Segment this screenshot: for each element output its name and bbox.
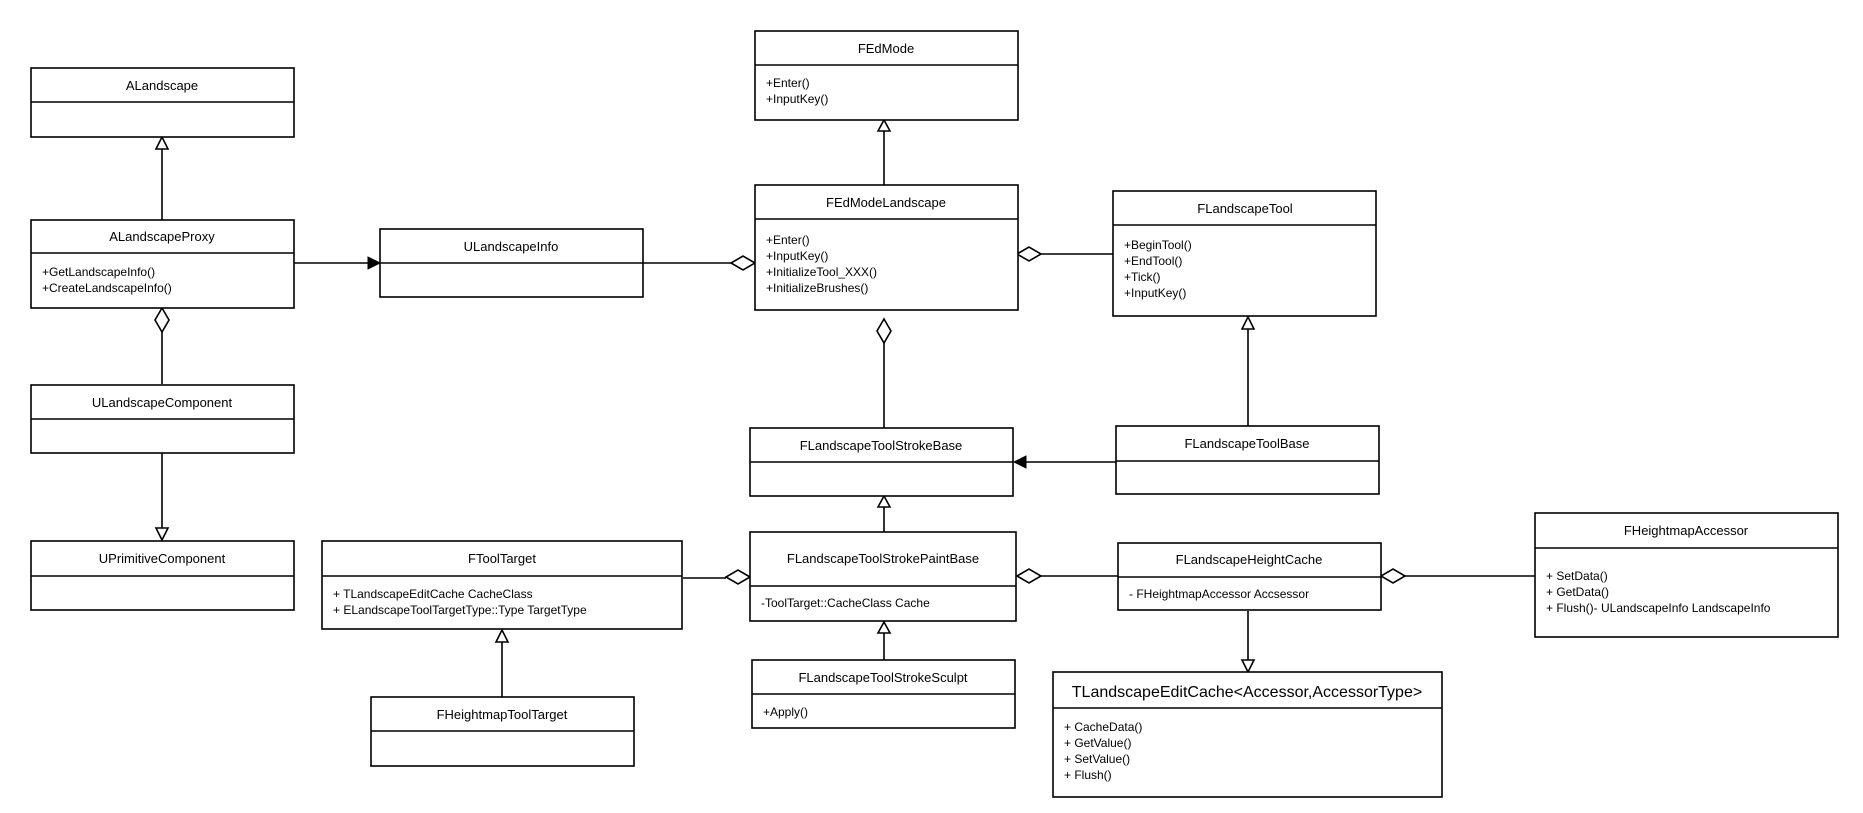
class-ftooltarget[interactable]: FToolTarget + TLandscapeEditCache CacheC… [321,540,683,630]
class-fheightmaptooltarget[interactable]: FHeightmapToolTarget [370,696,635,767]
hollow-triangle-arrowhead [876,620,892,634]
hollow-diamond [729,255,757,271]
hollow-diamond [1379,568,1407,584]
class-alandscapeproxy[interactable]: ALandscapeProxy +GetLandscapeInfo() +Cre… [30,219,295,309]
generalization-strokepaintbase-strokebase [876,494,892,532]
class-name: ALandscapeProxy [109,229,215,244]
class-member: + CacheData() [1064,720,1142,734]
class-member: +Enter() [766,76,810,90]
aggregation-alandscapeproxy-ulandscapecomponent [154,306,170,384]
class-name: ALandscape [126,78,198,93]
class-tlandscapeeditcache[interactable]: TLandscapeEditCache<Accessor,AccessorTyp… [1052,671,1443,798]
class-member: +CreateLandscapeInfo() [42,281,172,295]
association-flandscapetoolbase-flandscapetoolstrokebase [1012,455,1116,469]
class-flandscapetoolstrokebase[interactable]: FLandscapeToolStrokeBase [749,427,1014,497]
class-flandscapetool[interactable]: FLandscapeTool +BeginTool() +EndTool() +… [1112,190,1377,317]
class-flandscapetoolstrokesculpt[interactable]: FLandscapeToolStrokeSculpt +Apply() [751,659,1016,729]
aggregation-fedmodelandscape-flandscapetool [1015,246,1113,262]
generalization-alandscapeproxy-alandscape [154,135,170,220]
class-flandscapetoolstrokepaintbase[interactable]: FLandscapeToolStrokePaintBase -ToolTarge… [749,531,1017,622]
class-member: +InputKey() [766,92,828,106]
class-name: ULandscapeComponent [92,395,233,410]
filled-triangle-arrowhead [367,256,382,270]
generalization-fedmodelandscape-fedmode [876,118,892,185]
class-member: +GetLandscapeInfo() [42,265,155,279]
class-fedmodelandscape[interactable]: FEdModeLandscape +Enter() +InputKey() +I… [754,184,1019,311]
class-name: FLandscapeToolBase [1184,436,1309,451]
class-name: FHeightmapToolTarget [437,707,568,722]
aggregation-fedmodelandscape-flandscapetoolstrokebase [876,317,892,428]
hollow-triangle-arrowhead [494,628,510,643]
class-name: FLandscapeToolStrokeBase [800,438,963,453]
class-member: + TLandscapeEditCache CacheClass [333,587,533,601]
class-member: +EndTool() [1124,254,1182,268]
aggregation-strokepaintbase-flandscapeheightcache [1015,568,1118,584]
class-member: + SetData() [1546,569,1608,583]
hollow-diamond [1015,568,1043,584]
generalization-ulandscapecomponent-uprimitivecomponent [154,453,170,542]
hollow-diamond [154,306,170,334]
class-member: +Apply() [763,705,808,719]
class-name: FLandscapeHeightCache [1176,552,1323,567]
class-name: TLandscapeEditCache<Accessor,AccessorTyp… [1072,684,1422,701]
class-ulandscapecomponent[interactable]: ULandscapeComponent [30,384,295,454]
class-member: -ToolTarget::CacheClass Cache [761,596,930,610]
hollow-triangle-arrowhead [154,135,170,150]
class-name: FEdMode [858,41,914,56]
class-uprimitivecomponent[interactable]: UPrimitiveComponent [30,540,295,611]
generalization-strokesculpt-strokepaintbase [876,620,892,660]
class-flandscapeheightcache[interactable]: FLandscapeHeightCache - FHeightmapAccess… [1117,542,1382,611]
aggregation-fedmodelandscape-ulandscapeinfo [642,255,757,271]
class-member: - FHeightmapAccessor Accsessor [1129,587,1309,601]
class-name: FEdModeLandscape [826,195,946,210]
class-member: +Tick() [1124,270,1161,284]
hollow-triangle-arrowhead [1240,315,1256,330]
generalization-flandscapeheightcache-tlandscapeeditcache [1240,611,1256,674]
hollow-diamond [876,317,892,345]
class-name: FLandscapeToolStrokePaintBase [787,551,979,566]
class-member: +InitializeTool_XXX() [766,265,877,279]
class-member: + GetData() [1546,585,1609,599]
aggregation-flandscapeheightcache-fheightmapaccessor [1379,568,1535,584]
hollow-diamond [1015,246,1043,262]
hollow-triangle-arrowhead [1240,659,1256,674]
class-name: FLandscapeToolStrokeSculpt [798,670,967,685]
class-member: + SetValue() [1064,752,1130,766]
class-member: + Flush() [1064,768,1112,782]
class-fheightmapaccessor[interactable]: FHeightmapAccessor + SetData() + GetData… [1534,512,1839,638]
generalization-fheightmaptooltarget-ftooltarget [494,628,510,697]
class-name: UPrimitiveComponent [99,551,226,566]
filled-triangle-arrowhead [1012,455,1027,469]
class-member: +Enter() [766,233,810,247]
class-member: +BeginTool() [1124,238,1192,252]
generalization-flandscapetoolbase-flandscapetool [1240,315,1256,426]
hollow-triangle-arrowhead [876,118,892,132]
class-member: +InputKey() [1124,286,1186,300]
hollow-triangle-arrowhead [154,527,170,542]
class-name: FHeightmapAccessor [1624,523,1749,538]
class-name: FToolTarget [468,551,536,566]
hollow-triangle-arrowhead [876,494,892,508]
class-member: + ELandscapeToolTargetType::Type TargetT… [333,603,587,617]
class-member: +InputKey() [766,249,828,263]
class-alandscape[interactable]: ALandscape [30,67,295,138]
connectors [154,118,1535,697]
class-fedmode[interactable]: FEdMode +Enter() +InputKey() [754,30,1019,121]
class-member: + GetValue() [1064,736,1131,750]
class-name: FLandscapeTool [1197,201,1293,216]
hollow-diamond [724,569,752,585]
class-member: + Flush()- ULandscapeInfo LandscapeInfo [1546,601,1771,615]
aggregation-strokepaintbase-ftooltarget [683,569,752,585]
class-member: +InitializeBrushes() [766,281,868,295]
class-name: ULandscapeInfo [464,239,559,254]
class-ulandscapeinfo[interactable]: ULandscapeInfo [379,228,644,298]
class-flandscapetoolbase[interactable]: FLandscapeToolBase [1115,425,1380,495]
association-alandscapeproxy-ulandscapeinfo [293,256,382,270]
